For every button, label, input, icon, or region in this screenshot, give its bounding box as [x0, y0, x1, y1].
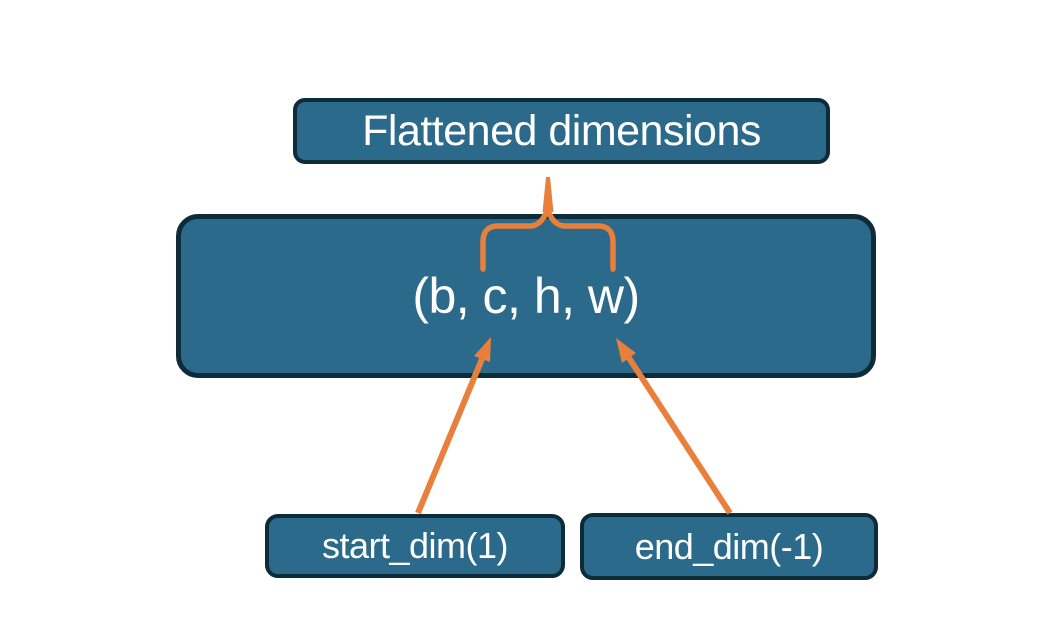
end-dim-box: end_dim(-1) [580, 513, 878, 580]
start-dim-label: start_dim(1) [321, 525, 509, 566]
brace-stem-connector [542, 177, 554, 212]
end-dim-label: end_dim(-1) [634, 525, 824, 567]
tensor-shape-box: (b, c, h, w) [176, 214, 876, 378]
flattened-dimensions-label: Flattened dimensions [362, 106, 761, 155]
tensor-shape-label: (b, c, h, w) [412, 268, 640, 324]
flattened-dimensions-box: Flattened dimensions [293, 98, 830, 164]
start-dim-box: start_dim(1) [265, 514, 565, 578]
